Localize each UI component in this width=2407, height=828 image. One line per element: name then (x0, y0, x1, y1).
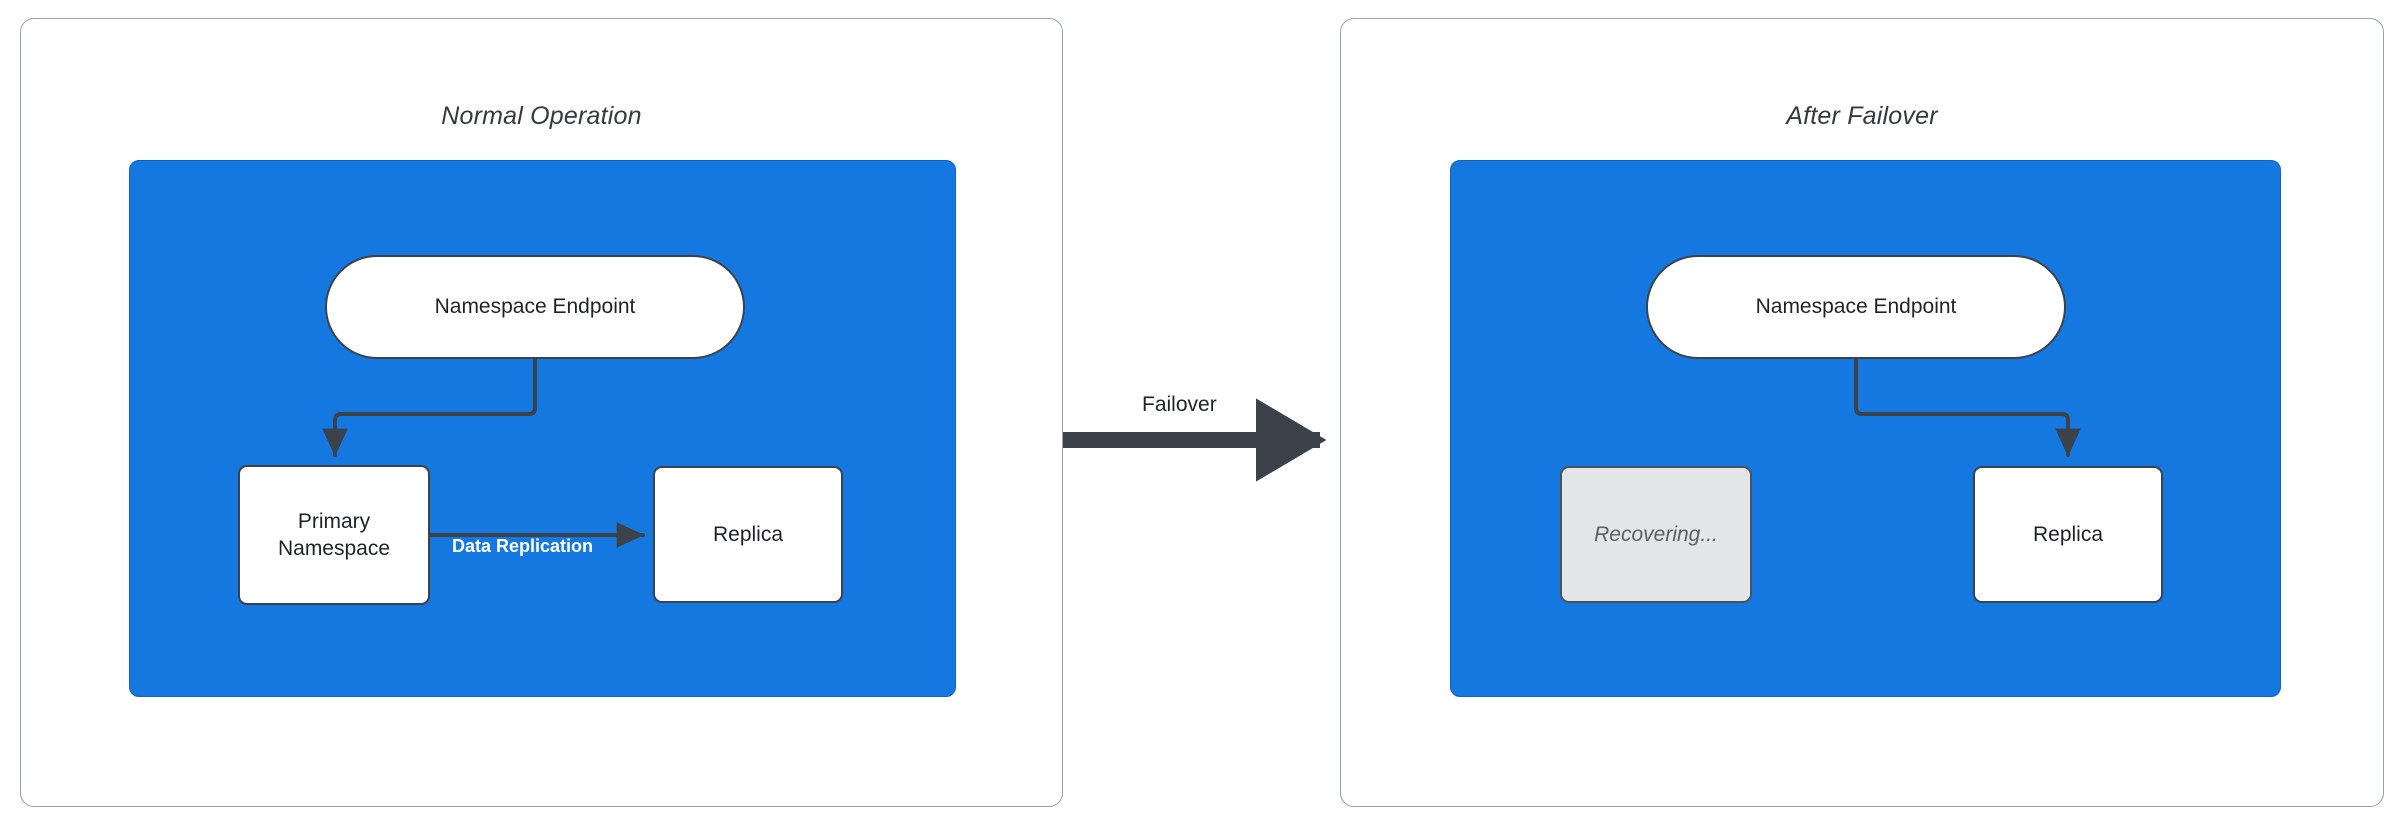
transition-label-failover: Failover (1142, 393, 1217, 416)
node-replica-right[interactable]: Replica (1973, 466, 2163, 603)
panel-title-normal-operation: Normal Operation (441, 102, 642, 130)
node-replica-left[interactable]: Replica (653, 466, 843, 603)
node-primary-namespace[interactable]: Primary Namespace (238, 465, 430, 605)
node-namespace-endpoint-left[interactable]: Namespace Endpoint (325, 255, 745, 359)
zone-failover-region (1450, 160, 2281, 697)
node-namespace-endpoint-right[interactable]: Namespace Endpoint (1646, 255, 2066, 359)
edge-label-data-replication: Data Replication (452, 536, 594, 556)
node-recovering[interactable]: Recovering... (1560, 466, 1752, 603)
zone-primary-region (129, 160, 956, 697)
panel-title-after-failover: After Failover (1786, 102, 1938, 130)
